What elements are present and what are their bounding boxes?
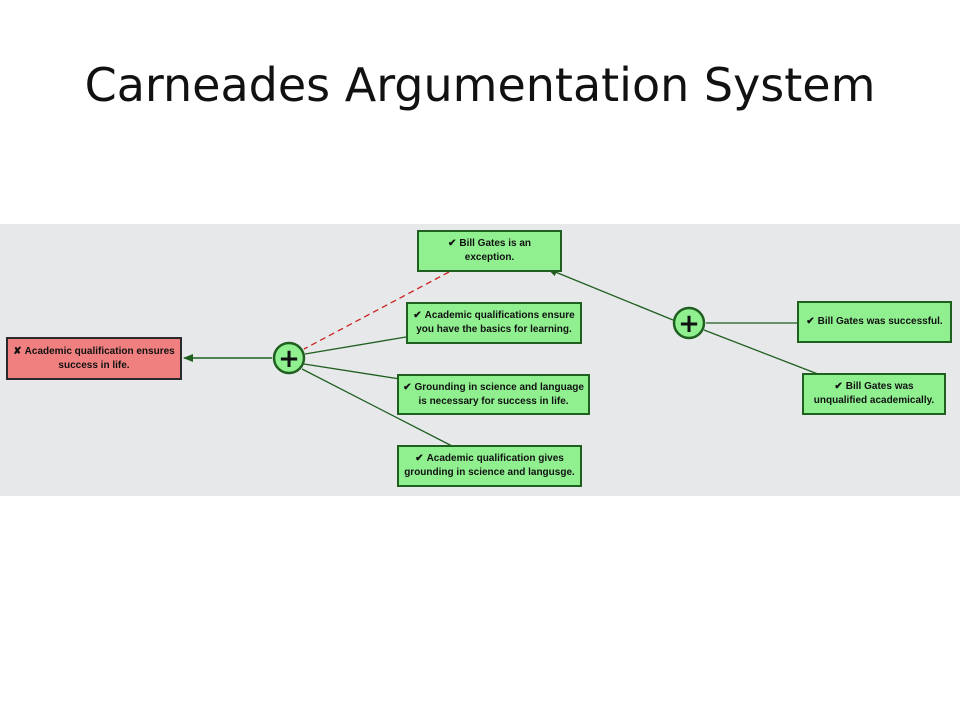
statement-text: Academic qualification gives grounding i… [404,453,575,478]
statement-text: Grounding in science and language is nec… [414,381,584,407]
edge-exception-undercut [303,271,450,350]
argument-node-a2[interactable]: + [672,306,706,340]
edge-premise-qualification [301,368,453,447]
statement-grounding-necessary[interactable]: ✔Grounding in science and language is ne… [397,374,590,415]
accepted-check-icon: ✔ [447,238,457,249]
accepted-check-icon: ✔ [415,453,424,464]
edge-a2-to-exception [547,268,674,321]
statement-text: Bill Gates was unqualified academically. [813,381,935,406]
statement-basics-for-learning[interactable]: ✔Academic qualifications ensure you have… [406,302,582,344]
statement-text: Academic qualification ensures success i… [24,345,175,371]
statement-bill-gates-unqualified[interactable]: ✔Bill Gates was unqualified academically… [802,373,946,415]
accepted-check-icon: ✔ [413,310,422,321]
accepted-check-icon: ✔ [806,316,815,327]
argument-map-canvas: + + ✘Academic qualification ensures succ… [0,224,960,496]
statement-qualification-gives-grounding[interactable]: ✔Academic qualification gives grounding … [397,445,582,487]
slide-title: Carneades Argumentation System [84,58,876,112]
accepted-check-icon: ✔ [834,381,843,392]
argument-a1-symbol: + [278,344,300,374]
edge-premise-unqualified [703,329,824,377]
statement-bill-gates-exception[interactable]: ✔Bill Gates is an exception. [417,230,562,272]
edge-premise-basics [304,336,407,355]
edge-premise-grounding [303,363,401,380]
statement-text: Academic qualifications ensure you have … [416,310,575,335]
accepted-check-icon: ✔ [403,381,412,393]
argument-node-a1[interactable]: + [272,341,306,375]
statement-text: Bill Gates is an exception. [459,238,532,263]
rejected-cross-icon: ✘ [13,345,22,357]
statement-text: Bill Gates was successful. [817,316,943,327]
statement-academic-qualification-ensures-success[interactable]: ✘Academic qualification ensures success … [6,337,182,380]
argument-edges: + + [183,268,824,447]
argument-a2-symbol: + [678,309,700,339]
statement-bill-gates-successful[interactable]: ✔Bill Gates was successful. [797,301,952,343]
